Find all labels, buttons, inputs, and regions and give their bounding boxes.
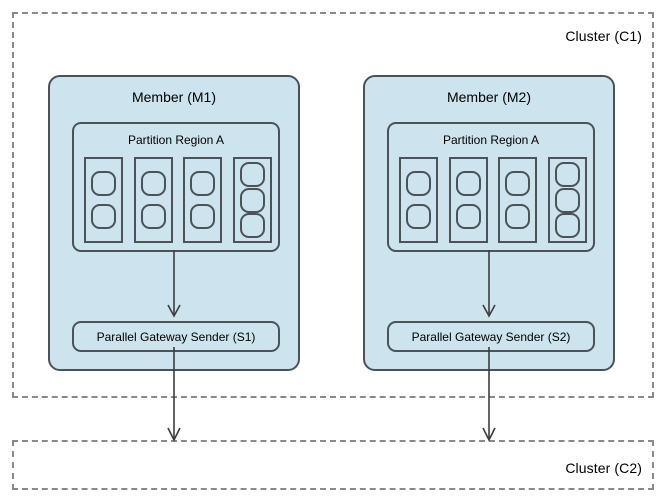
cluster-c2-label: Cluster (C2) <box>565 460 642 476</box>
bucket-m2-4[interactable] <box>547 157 587 243</box>
member-m2-box[interactable]: Member (M2) Partition Region A <box>363 75 615 371</box>
bucket-m1-3[interactable] <box>183 157 223 243</box>
bucket-m2-1[interactable] <box>399 157 438 243</box>
bucket-entry <box>554 161 580 187</box>
bucket-entry <box>140 170 166 196</box>
bucket-entry <box>554 187 580 213</box>
partition-region-a-m2[interactable]: Partition Region A <box>387 122 595 252</box>
parallel-gateway-sender-s2[interactable]: Parallel Gateway Sender (S2) <box>387 321 595 352</box>
bucket-list-m2 <box>399 157 587 243</box>
parallel-gateway-sender-s1[interactable]: Parallel Gateway Sender (S1) <box>72 321 280 352</box>
bucket-m2-2[interactable] <box>448 157 488 243</box>
bucket-entry <box>140 204 166 230</box>
bucket-entry <box>190 204 216 230</box>
partition-region-a-m1-title: Partition Region A <box>127 133 225 147</box>
cluster-c2-boundary: Cluster (C2) <box>12 440 654 490</box>
member-m2-title: Member (M2) <box>446 89 531 105</box>
partition-region-a-m1[interactable]: Partition Region A <box>72 122 280 252</box>
bucket-entry <box>455 204 481 230</box>
bucket-entry <box>239 187 265 213</box>
bucket-entry <box>406 170 431 196</box>
bucket-entry <box>239 161 265 187</box>
bucket-entry <box>554 213 580 239</box>
bucket-entry <box>455 170 481 196</box>
bucket-entry <box>91 204 116 230</box>
bucket-entry <box>239 213 265 239</box>
member-m1-title: Member (M1) <box>131 89 216 105</box>
partition-region-a-m2-title: Partition Region A <box>442 133 540 147</box>
bucket-m1-4[interactable] <box>232 157 272 243</box>
bucket-m1-2[interactable] <box>133 157 173 243</box>
bucket-entry <box>505 204 531 230</box>
bucket-entry <box>91 170 116 196</box>
cluster-c1-boundary: Cluster (C1) <box>12 12 654 398</box>
bucket-m2-3[interactable] <box>498 157 538 243</box>
member-m1-box[interactable]: Member (M1) Partition Region A <box>48 75 300 371</box>
cluster-c1-label: Cluster (C1) <box>565 28 642 44</box>
bucket-entry <box>406 204 431 230</box>
bucket-entry <box>505 170 531 196</box>
bucket-entry <box>190 170 216 196</box>
bucket-m1-1[interactable] <box>84 157 123 243</box>
bucket-list-m1 <box>84 157 272 243</box>
